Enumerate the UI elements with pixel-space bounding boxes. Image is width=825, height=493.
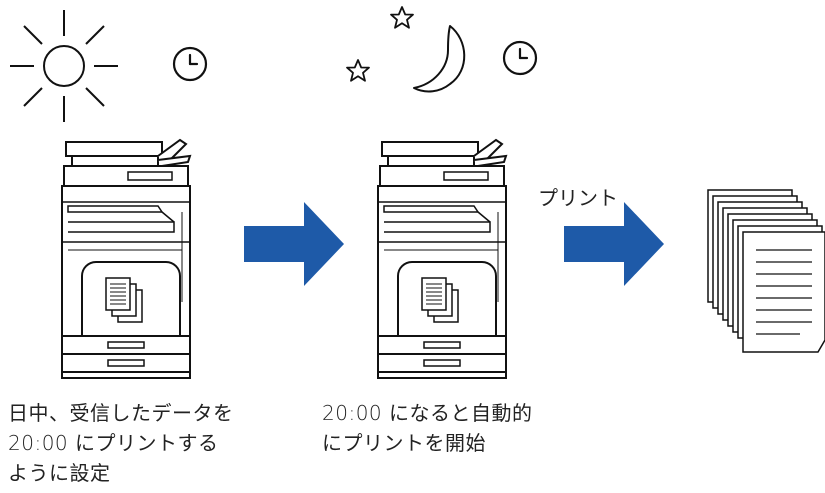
- document-stack-icon: [105, 277, 143, 323]
- clock-icon: [172, 46, 208, 82]
- document-stack-icon: [421, 277, 459, 323]
- star-icon: [346, 59, 370, 82]
- printed-pages-icon: [707, 189, 825, 353]
- sun-icon: [10, 10, 118, 122]
- multifunction-printer-icon: [61, 139, 191, 379]
- caption-auto-print: 20:00 になると自動的 にプリントを開始: [322, 398, 533, 458]
- print-arrow: [564, 202, 664, 286]
- caption-line: 日中、受信したデータを: [8, 401, 234, 425]
- moon-stars-icon: [346, 6, 466, 93]
- multifunction-printer-icon: [377, 139, 507, 379]
- caption-line: にプリントを開始: [322, 431, 486, 455]
- print-label: プリント: [538, 186, 618, 210]
- clock-icon: [502, 40, 538, 76]
- caption-line: 20:00 になると自動的: [322, 401, 533, 425]
- caption-line: 20:00 にプリントする: [8, 431, 219, 455]
- star-icon: [390, 6, 414, 29]
- caption-daytime-setting: 日中、受信したデータを 20:00 にプリントする ように設定: [8, 398, 234, 488]
- flow-arrow: [244, 202, 344, 286]
- caption-line: ように設定: [8, 461, 111, 485]
